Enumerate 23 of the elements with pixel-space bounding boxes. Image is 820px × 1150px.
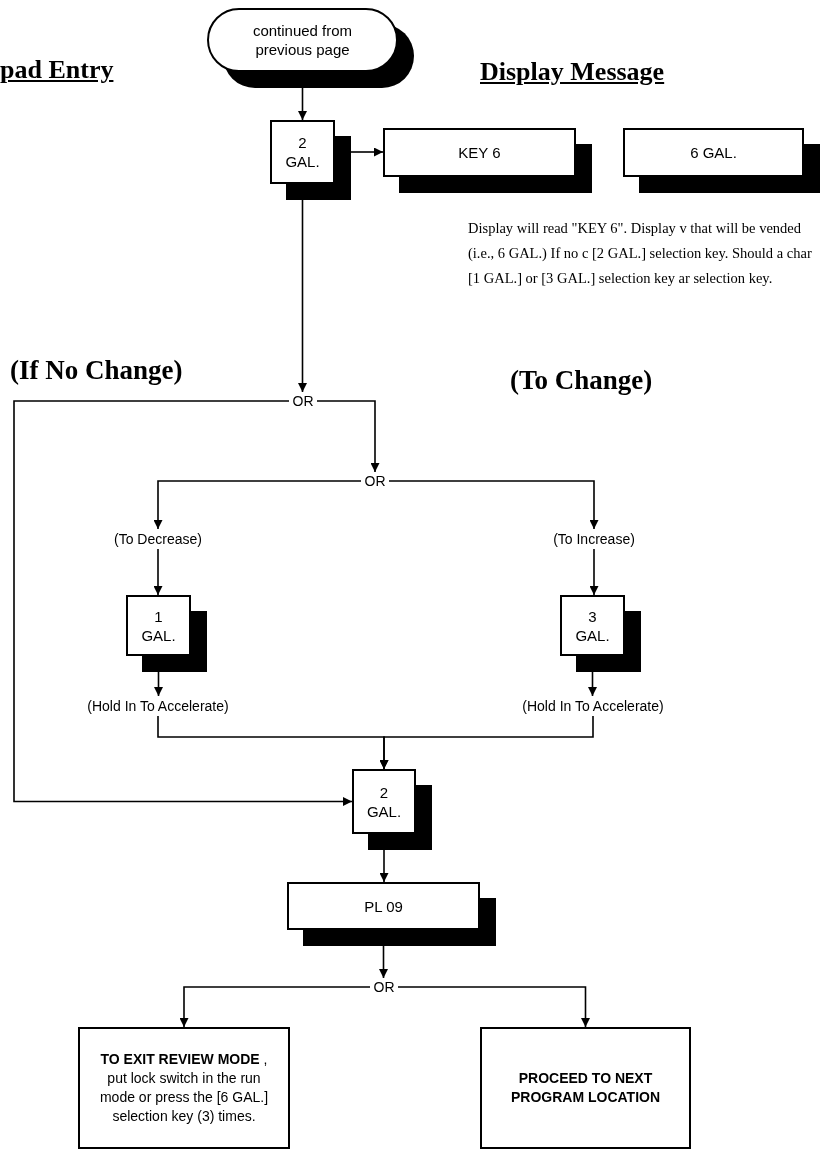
arrow	[588, 671, 597, 697]
section-heading: (If No Change)	[10, 354, 183, 387]
arrow	[179, 986, 371, 1028]
arrow	[379, 849, 389, 883]
arrow	[298, 199, 307, 393]
arrow	[379, 715, 594, 770]
arrow	[316, 400, 380, 473]
arrow	[350, 147, 384, 157]
arrow	[154, 671, 163, 697]
arrow	[13, 400, 353, 806]
arrow	[397, 986, 590, 1028]
arrow	[153, 548, 163, 596]
column-heading: pad Entry	[0, 54, 114, 86]
arrow	[153, 480, 362, 530]
instruction-box: PROCEED TO NEXT PROGRAM LOCATION	[480, 1027, 691, 1149]
arrow	[298, 87, 307, 121]
description-paragraph: Display will read "KEY 6". Display v that will be vended (i.e., 6 GAL.) If no c [2 GAL.] selection key. Should a char [1 GAL.] or [3 GAL.] selection key ar selection key.	[468, 219, 813, 288]
arrow	[589, 548, 599, 596]
instruction-box: TO EXIT REVIEW MODE , put lock switch in the run mode or press the [6 GAL.] selection key (3) times.	[78, 1027, 290, 1149]
section-heading: (To Change)	[510, 364, 653, 397]
column-heading: Display Message	[480, 56, 665, 88]
arrow	[388, 480, 599, 530]
arrow	[379, 945, 388, 979]
